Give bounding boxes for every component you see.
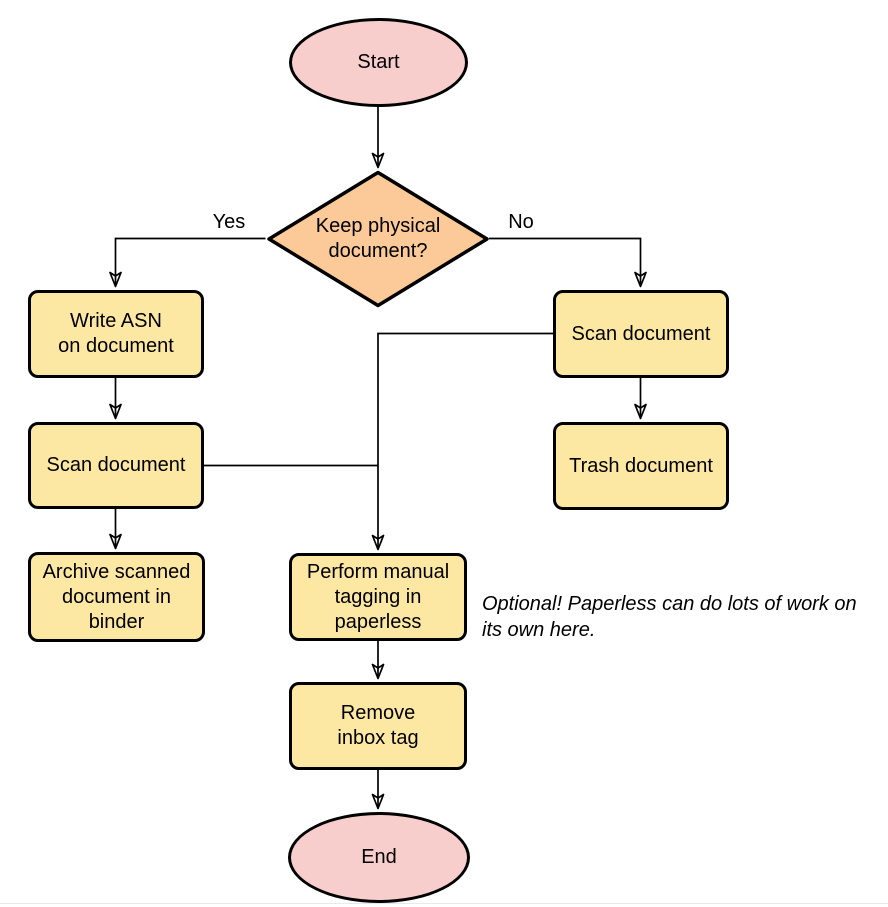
node-manual-tagging: Perform manual tagging in paperless <box>289 553 467 641</box>
node-archive-scanned-label: Archive scanned document in binder <box>42 560 191 633</box>
node-scan-document-left-label: Scan document <box>46 454 186 476</box>
edge-decision-no-to-scan-right <box>489 237 647 288</box>
node-manual-tagging-label: Perform manual tagging in paperless <box>306 560 450 633</box>
node-decision-keep-physical: Keep physical document? <box>266 170 490 308</box>
node-start-label: Start <box>357 51 400 73</box>
edge-decision-yes-to-write-asn <box>109 237 266 288</box>
annotation-optional-note: Optional! Paperless can do lots of work … <box>482 593 857 641</box>
node-decision-label: Keep physical document? <box>315 215 441 262</box>
node-trash-document-label: Trash document <box>569 454 713 477</box>
node-write-asn: Write ASN on document <box>28 290 204 378</box>
node-end: End <box>288 812 470 903</box>
node-scan-document-left: Scan document <box>28 422 204 509</box>
diamond-shape <box>267 170 489 308</box>
node-remove-inbox-tag-label: Remove inbox tag <box>337 702 419 749</box>
edge-label-no: No <box>508 211 534 233</box>
edge-label-yes: Yes <box>212 211 246 233</box>
node-end-label: End <box>361 846 397 868</box>
node-trash-document: Trash document <box>553 422 729 510</box>
node-write-asn-label: Write ASN on document <box>58 310 174 357</box>
node-scan-document-right: Scan document <box>553 290 729 378</box>
edge-scan-right-to-tagging <box>371 332 553 551</box>
node-archive-scanned: Archive scanned document in binder <box>28 552 205 642</box>
node-start: Start <box>289 18 468 107</box>
node-scan-document-right-label: Scan document <box>571 322 711 345</box>
page-bottom-divider <box>0 903 888 904</box>
node-remove-inbox-tag: Remove inbox tag <box>289 682 467 770</box>
